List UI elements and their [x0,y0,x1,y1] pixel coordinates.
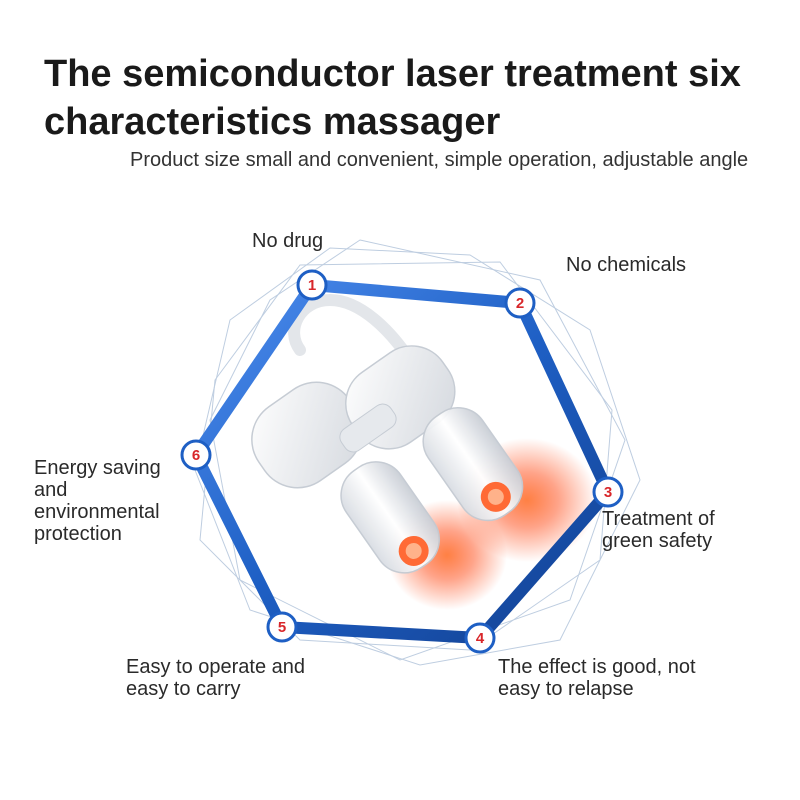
laser-massager-device [251,293,524,574]
feature-badge-2: 2 [504,287,536,319]
page-subtitle: Product size small and convenient, simpl… [130,149,749,171]
badge-number: 4 [476,630,485,647]
feature-label-green-safety: Treatment of green safety [602,508,715,552]
feature-label-effect-good: The effect is good, not easy to relapse [498,656,696,700]
page-title: The semiconductor laser treatment six ch… [44,53,741,143]
feature-label-energy-saving: Energy saving and environmental protecti… [34,457,161,545]
feature-label-easy-operate: Easy to operate and easy to carry [126,656,306,700]
feature-label-no-drug: No drug [252,230,324,252]
feature-badge-4: 4 [464,622,496,654]
feature-badge-5: 5 [266,611,298,643]
badge-number: 5 [278,619,286,636]
badge-number: 3 [604,484,612,501]
badge-number: 1 [308,277,316,294]
feature-badge-6: 6 [180,439,212,471]
feature-label-no-chemicals: No chemicals [566,254,687,276]
badge-number: 6 [192,447,200,464]
feature-badge-3: 3 [592,476,624,508]
feature-badge-1: 1 [296,269,328,301]
badge-number: 2 [516,295,524,312]
